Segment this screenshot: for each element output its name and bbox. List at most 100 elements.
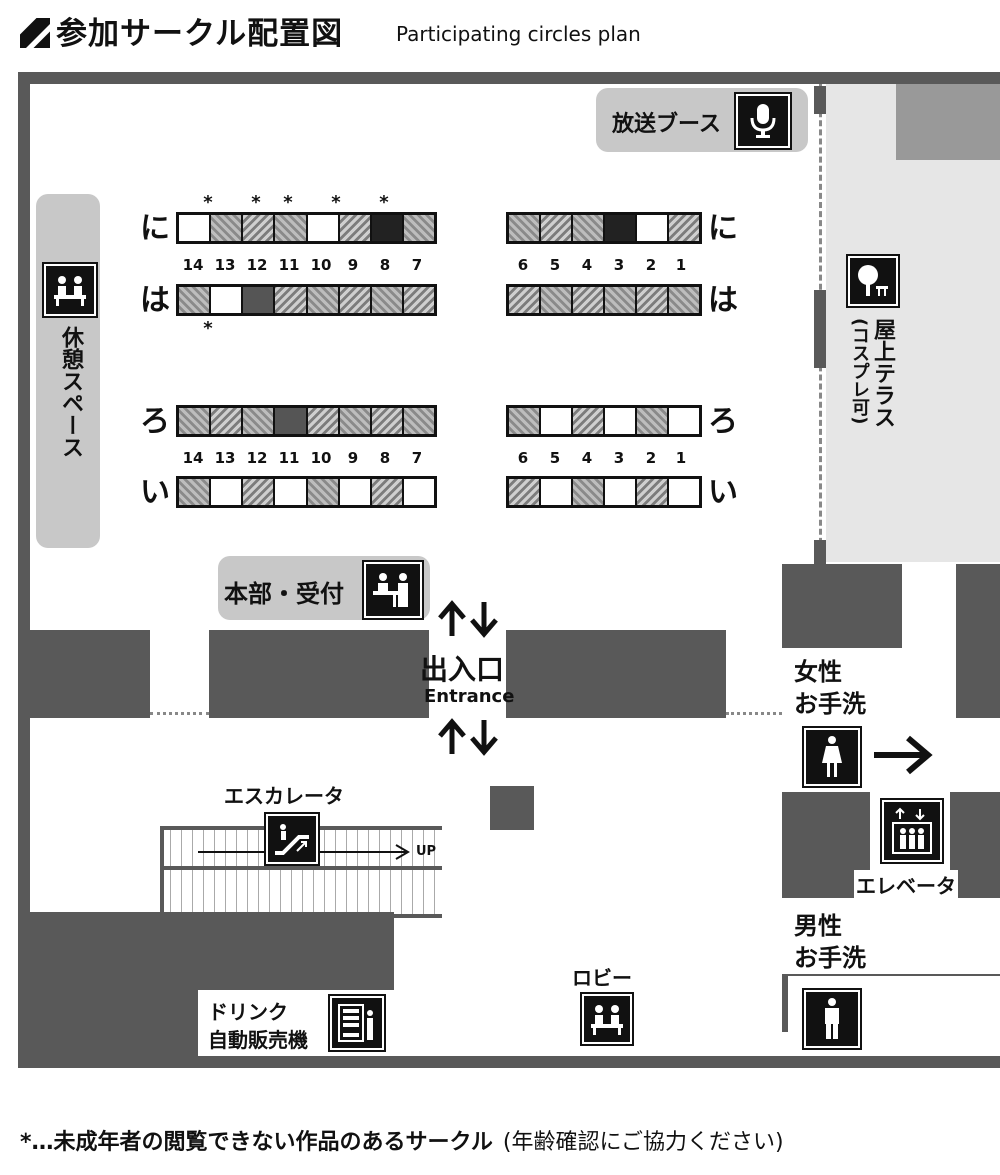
entrance-label-en: Entrance (424, 686, 515, 707)
booth-ro-3[interactable] (603, 408, 635, 434)
booth-ni-11[interactable] (273, 215, 306, 241)
man-icon (804, 990, 860, 1048)
footer-sub-text: (年齢確認にご協力ください) (502, 1130, 784, 1155)
number-label: 11 (278, 449, 300, 467)
booth-ha-4[interactable] (571, 287, 603, 313)
microphone-icon (736, 94, 790, 148)
booth-i-3[interactable] (603, 479, 635, 505)
escalator-icon (266, 814, 318, 864)
booth-ha-10[interactable] (305, 287, 338, 313)
booth-i-7[interactable] (401, 479, 434, 505)
booth-ni-10[interactable] (305, 215, 338, 241)
booth-i-9[interactable] (337, 479, 370, 505)
number-label: 9 (347, 449, 359, 467)
womens-toilet-area (782, 648, 902, 718)
booth-ni-9[interactable] (337, 215, 370, 241)
number-label: 8 (379, 449, 391, 467)
booth-ro-4[interactable] (571, 408, 603, 434)
escalator-up-label: UP (416, 844, 437, 859)
bench-icon (44, 264, 96, 316)
terrace-door-2 (814, 290, 826, 368)
terrace-area (826, 84, 1000, 562)
mens-toilet-area (782, 898, 1000, 974)
booth-ha-1[interactable] (667, 287, 699, 313)
booth-ni-1[interactable] (667, 215, 699, 241)
womens-toilet-label-2: お手洗 (794, 690, 866, 718)
adult-star-ha-13: * (203, 318, 213, 339)
booth-ro-1[interactable] (667, 408, 699, 434)
booth-ni-2[interactable] (635, 215, 667, 241)
booth-ni-6[interactable] (509, 215, 539, 241)
booth-ha-13[interactable] (209, 287, 241, 313)
booth-ni-3[interactable] (603, 215, 635, 241)
page-subtitle: Participating circles plan (396, 22, 641, 46)
row-label-ni-right: に (708, 211, 738, 246)
booth-ro-11[interactable] (273, 408, 306, 434)
booth-ha-12[interactable] (241, 287, 274, 313)
booth-ha-9[interactable] (337, 287, 370, 313)
booth-i-13[interactable] (209, 479, 241, 505)
booth-ro-9[interactable] (337, 408, 370, 434)
number-label: 5 (549, 449, 561, 467)
adult-star-ni-8: * (379, 192, 389, 213)
booth-ro-12[interactable] (241, 408, 274, 434)
numbers-row-lower-left: 14 13 12 11 10 9 8 7 (176, 449, 431, 469)
booth-ni-8[interactable] (369, 215, 402, 241)
number-label: 6 (517, 256, 529, 274)
womens-toilet-label-1: 女性 (794, 658, 842, 686)
number-label: 14 (182, 449, 204, 467)
booth-i-11[interactable] (273, 479, 305, 505)
booth-ha-14[interactable] (179, 287, 210, 313)
escalator-label: エスカレータ (224, 784, 344, 808)
booth-ro-7[interactable] (401, 408, 434, 434)
booth-ro-6[interactable] (509, 408, 539, 434)
booth-i-4[interactable] (571, 479, 603, 505)
booth-i-12[interactable] (241, 479, 274, 505)
booth-row-ni-left (176, 212, 437, 244)
booth-i-8[interactable] (369, 479, 402, 505)
numbers-row-lower-right: 6 5 4 3 2 1 (506, 449, 696, 469)
booth-ni-14[interactable] (179, 215, 209, 241)
booth-ha-3[interactable] (603, 287, 635, 313)
booth-i-2[interactable] (635, 479, 667, 505)
booth-row-i-left (176, 476, 437, 508)
booth-ni-13[interactable] (209, 215, 242, 241)
wall-left (18, 630, 150, 718)
booth-ha-11[interactable] (273, 287, 306, 313)
booth-ro-5[interactable] (539, 408, 571, 434)
rest-space-area (36, 194, 100, 548)
row-label-ha-left: は (140, 283, 170, 318)
booth-ro-10[interactable] (305, 408, 338, 434)
number-label: 10 (310, 256, 332, 274)
row-label-ni-left: に (140, 211, 170, 246)
escalator-divider (160, 866, 442, 870)
escalator-direction-arrow-icon (196, 842, 414, 866)
booth-ni-4[interactable] (571, 215, 603, 241)
booth-ha-7[interactable] (401, 287, 434, 313)
booth-ha-6[interactable] (509, 287, 539, 313)
booth-row-ni-right (506, 212, 702, 244)
booth-ro-13[interactable] (209, 408, 242, 434)
booth-ni-7[interactable] (401, 215, 434, 241)
booth-ro-2[interactable] (635, 408, 667, 434)
booth-i-14[interactable] (179, 479, 210, 505)
elevator-icon (882, 800, 942, 862)
booth-ro-14[interactable] (179, 408, 210, 434)
booth-i-6[interactable] (509, 479, 539, 505)
number-label: 4 (581, 256, 593, 274)
booth-i-10[interactable] (305, 479, 338, 505)
woman-icon (804, 728, 860, 786)
booth-ha-2[interactable] (635, 287, 667, 313)
number-label: 5 (549, 256, 561, 274)
booth-i-1[interactable] (667, 479, 699, 505)
booth-ro-8[interactable] (369, 408, 402, 434)
booth-ni-12[interactable] (241, 215, 274, 241)
numbers-row-upper-left: 14 13 12 11 10 9 8 7 (176, 256, 431, 276)
booth-ha-5[interactable] (539, 287, 571, 313)
terrace-block (896, 84, 1000, 160)
booth-ha-8[interactable] (369, 287, 402, 313)
booth-i-5[interactable] (539, 479, 571, 505)
lobby-bench-icon (582, 994, 632, 1044)
booth-ni-5[interactable] (539, 215, 571, 241)
number-label: 2 (645, 449, 657, 467)
